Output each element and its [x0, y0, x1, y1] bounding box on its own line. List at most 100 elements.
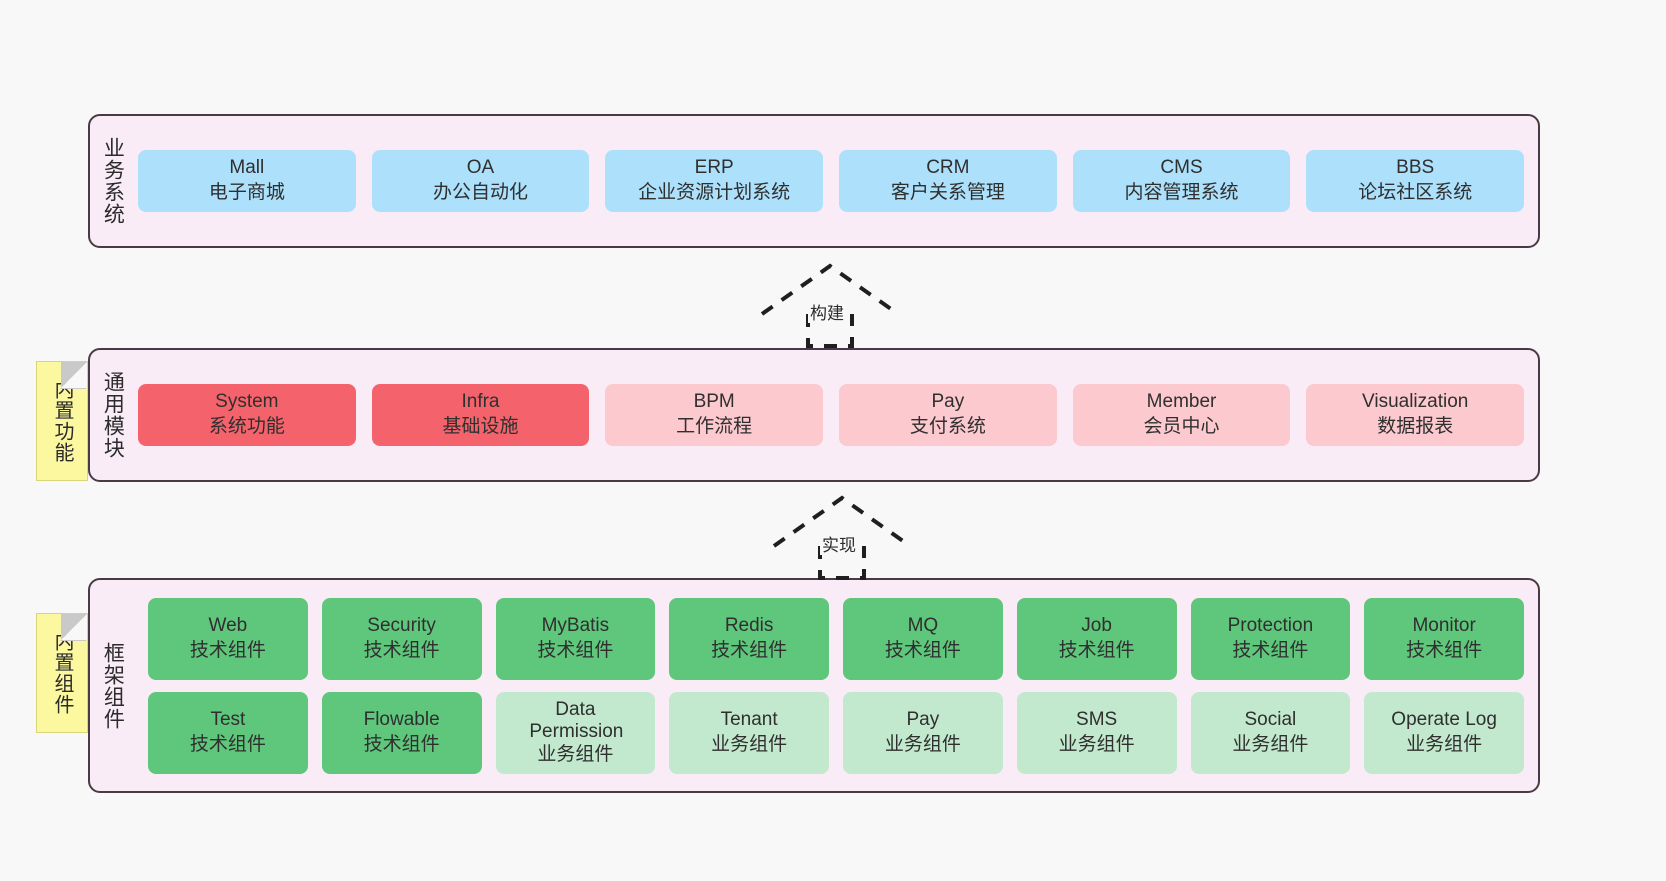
cell-subtitle: 客户关系管理 — [890, 182, 1005, 203]
cell-subtitle: 基础设施 — [442, 416, 519, 437]
cell-title: BPM — [693, 391, 735, 413]
layer-common-module: 通用模块 System 系统功能 Infra 基础设施 BPM 工作流程 Pay… — [88, 348, 1540, 482]
cell-cms[interactable]: CMS 内容管理系统 — [1072, 150, 1291, 212]
cell-bpm[interactable]: BPM 工作流程 — [605, 384, 824, 446]
cell-visualization[interactable]: Visualization 数据报表 — [1306, 384, 1525, 446]
cell-subtitle: 业务组件 — [1406, 733, 1483, 755]
note-label: 内置功能 — [51, 379, 73, 463]
cell-subtitle: 技术组件 — [1406, 639, 1483, 661]
cell-social[interactable]: Social 业务组件 — [1190, 691, 1351, 774]
cell-title: Data Permission — [529, 698, 624, 743]
cell-redis[interactable]: Redis 技术组件 — [669, 597, 829, 680]
cell-subtitle: 内容管理系统 — [1124, 182, 1239, 203]
cell-subtitle: 技术组件 — [189, 639, 266, 661]
cell-title: ERP — [694, 157, 734, 179]
cell-member[interactable]: Member 会员中心 — [1072, 384, 1291, 446]
cell-subtitle: 电子商城 — [208, 182, 285, 203]
cell-row: Web 技术组件 Security 技术组件 MyBatis 技术组件 Redi… — [148, 597, 1524, 680]
cell-subtitle: 数据报表 — [1377, 416, 1454, 437]
cell-pay-module[interactable]: Pay 支付系统 — [839, 384, 1057, 446]
cell-protection[interactable]: Protection 技术组件 — [1190, 597, 1351, 680]
cell-pay-component[interactable]: Pay 业务组件 — [843, 691, 1003, 774]
cell-subtitle: 技术组件 — [711, 639, 788, 661]
layer-title-framework-component: 框架组件 — [101, 641, 125, 730]
cell-title: BBS — [1396, 157, 1435, 179]
cell-mall[interactable]: Mall 电子商城 — [138, 150, 356, 212]
cell-title: Member — [1146, 391, 1217, 413]
cell-title: Web — [208, 614, 248, 636]
cell-monitor[interactable]: Monitor 技术组件 — [1364, 597, 1524, 680]
cell-title: CMS — [1160, 157, 1203, 179]
cell-subtitle: 技术组件 — [1232, 639, 1309, 661]
cell-row: System 系统功能 Infra 基础设施 BPM 工作流程 Pay 支付系统… — [138, 384, 1525, 446]
cell-web[interactable]: Web 技术组件 — [148, 597, 308, 680]
cell-title: System — [215, 391, 279, 413]
cell-crm[interactable]: CRM 客户关系管理 — [839, 150, 1057, 212]
cell-sms[interactable]: SMS 业务组件 — [1016, 691, 1177, 774]
cell-subtitle: 业务组件 — [711, 733, 788, 755]
cell-title: CRM — [926, 157, 970, 179]
note-fold-icon — [61, 362, 87, 388]
cell-subtitle: 工作流程 — [676, 416, 753, 437]
layer-cells-business-system: Mall 电子商城 OA 办公自动化 ERP 企业资源计划系统 CRM 客户关系… — [134, 116, 1538, 246]
cell-oa[interactable]: OA 办公自动化 — [371, 150, 590, 212]
cell-title: OA — [466, 157, 495, 179]
cell-job[interactable]: Job 技术组件 — [1016, 597, 1177, 680]
cell-title: Tenant — [720, 708, 778, 730]
cell-title: Infra — [461, 391, 500, 413]
note-builtin-component: 内置组件 — [36, 613, 88, 733]
cell-mq[interactable]: MQ 技术组件 — [843, 597, 1003, 680]
cell-test[interactable]: Test 技术组件 — [148, 691, 308, 774]
cell-title: Security — [367, 614, 436, 636]
cell-erp[interactable]: ERP 企业资源计划系统 — [605, 150, 824, 212]
layer-cells-common-module: System 系统功能 Infra 基础设施 BPM 工作流程 Pay 支付系统… — [134, 350, 1538, 480]
cell-subtitle: 技术组件 — [363, 733, 440, 755]
cell-subtitle: 业务组件 — [1058, 733, 1135, 755]
cell-title: Test — [210, 708, 246, 730]
cell-subtitle: 业务组件 — [1232, 733, 1309, 755]
cell-title: MyBatis — [541, 614, 610, 636]
cell-subtitle: 技术组件 — [363, 639, 440, 661]
arrow-implement-label: 实现 — [820, 536, 858, 555]
cell-subtitle: 技术组件 — [1058, 639, 1135, 661]
cell-title: Visualization — [1362, 391, 1469, 413]
cell-subtitle: 技术组件 — [189, 733, 266, 755]
cell-subtitle: 企业资源计划系统 — [638, 182, 791, 203]
cell-operate-log[interactable]: Operate Log 业务组件 — [1364, 691, 1524, 774]
cell-subtitle: 系统功能 — [208, 416, 285, 437]
note-label: 内置组件 — [51, 631, 73, 715]
cell-subtitle: 技术组件 — [537, 639, 614, 661]
cell-title: MQ — [907, 614, 939, 636]
arrow-build: 构建 — [760, 262, 900, 348]
cell-title: Job — [1081, 614, 1112, 636]
cell-flowable[interactable]: Flowable 技术组件 — [321, 691, 482, 774]
cell-title: Pay — [931, 391, 965, 413]
note-builtin-function: 内置功能 — [36, 361, 88, 481]
cell-data-permission[interactable]: Data Permission 业务组件 — [495, 691, 656, 774]
cell-subtitle: 业务组件 — [537, 743, 614, 765]
cell-row: Test 技术组件 Flowable 技术组件 Data Permission … — [148, 691, 1524, 774]
cell-bbs[interactable]: BBS 论坛社区系统 — [1306, 150, 1525, 212]
cell-infra[interactable]: Infra 基础设施 — [371, 384, 590, 446]
cell-system[interactable]: System 系统功能 — [138, 384, 356, 446]
cell-subtitle: 支付系统 — [909, 416, 986, 437]
layer-business-system: 业务系统 Mall 电子商城 OA 办公自动化 ERP 企业资源计划系统 CRM… — [88, 114, 1540, 248]
cell-mybatis[interactable]: MyBatis 技术组件 — [495, 597, 656, 680]
cell-title: Flowable — [363, 708, 440, 730]
cell-title: Redis — [724, 614, 774, 636]
cell-security[interactable]: Security 技术组件 — [321, 597, 482, 680]
cell-title: Mall — [229, 157, 265, 179]
arrow-implement: 实现 — [772, 494, 912, 580]
layer-framework-component: 框架组件 Web 技术组件 Security 技术组件 MyBatis 技术组件… — [88, 578, 1540, 793]
layer-cells-framework-component: Web 技术组件 Security 技术组件 MyBatis 技术组件 Redi… — [134, 580, 1538, 791]
cell-subtitle: 业务组件 — [884, 733, 961, 755]
cell-subtitle: 技术组件 — [884, 639, 961, 661]
cell-subtitle: 会员中心 — [1143, 416, 1220, 437]
cell-row: Mall 电子商城 OA 办公自动化 ERP 企业资源计划系统 CRM 客户关系… — [138, 150, 1525, 212]
note-fold-icon — [61, 614, 87, 640]
cell-title: Protection — [1227, 614, 1314, 636]
cell-title: Pay — [906, 708, 940, 730]
layer-title-business-system: 业务系统 — [101, 137, 125, 225]
cell-tenant[interactable]: Tenant 业务组件 — [669, 691, 829, 774]
cell-title: Social — [1244, 708, 1297, 730]
